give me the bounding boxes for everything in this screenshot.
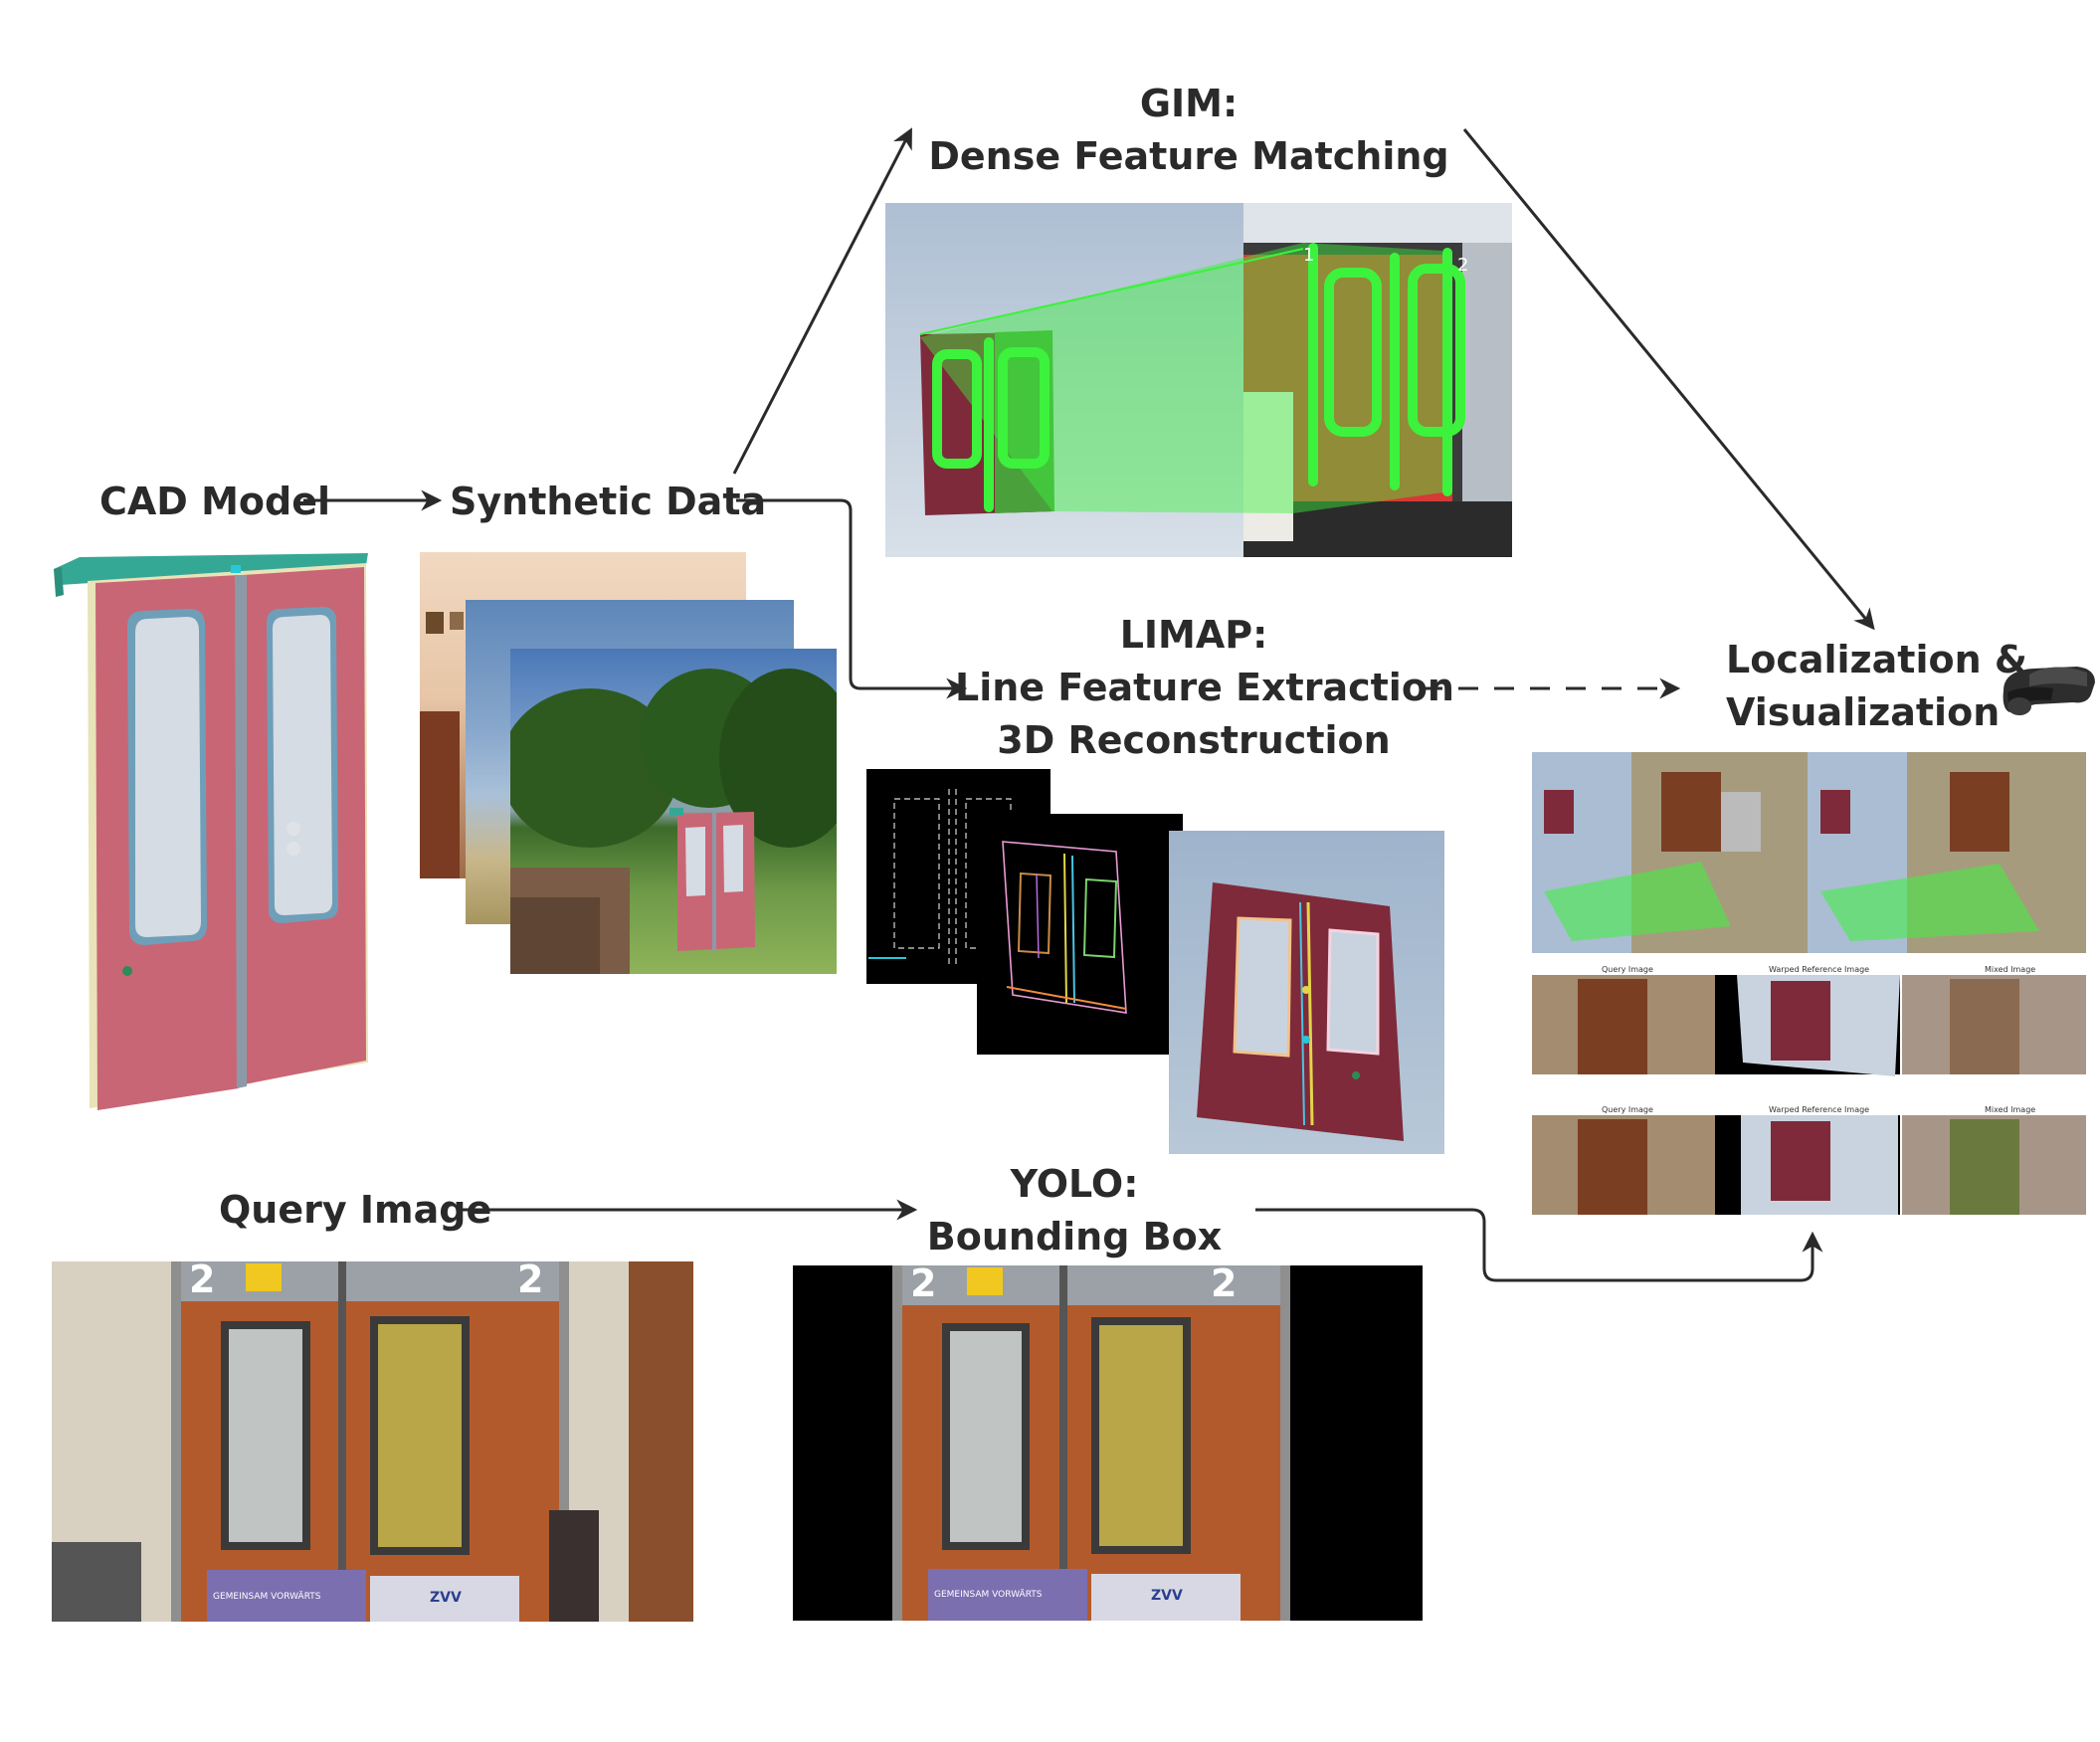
gim-matching-visual: 1 2 bbox=[885, 203, 1512, 557]
result-row1-caption-query: Query Image bbox=[1602, 965, 1653, 974]
arrow-yolo-to-localization bbox=[1255, 1208, 1823, 1282]
result-row-1: Query Image Warped Reference Image Mixed… bbox=[1532, 965, 2086, 1076]
arrow-synthetic-to-gim bbox=[732, 127, 912, 475]
headset-icon bbox=[2003, 667, 2095, 715]
gim-car-number-1: 1 bbox=[1303, 245, 1314, 266]
limap-reconstruction bbox=[1169, 831, 1444, 1154]
gim-car-number-2: 2 bbox=[1457, 255, 1468, 276]
limap-3d-lines bbox=[977, 814, 1183, 1055]
arrow-gim-to-localization bbox=[1462, 128, 1875, 631]
result-row-2: Query Image Warped Reference Image Mixed… bbox=[1532, 1105, 2086, 1217]
arrow-synthetic-to-limap bbox=[736, 498, 968, 699]
yolo-banner-right: ZVV bbox=[1151, 1588, 1183, 1604]
localization-title-line2: Visualization bbox=[1726, 690, 2001, 734]
localization-title-line1: Localization & bbox=[1726, 638, 2028, 681]
gim-title: GIM: Dense Feature Matching bbox=[915, 78, 1462, 183]
localization-match-grid bbox=[1532, 752, 2086, 953]
query-car-number-left: 2 bbox=[189, 1261, 216, 1301]
limap-title-line1: LIMAP: bbox=[1119, 613, 1268, 657]
result-row2-caption-query: Query Image bbox=[1602, 1105, 1653, 1114]
result-row2-caption-mixed: Mixed Image bbox=[1985, 1105, 2036, 1114]
result-row1-caption-mixed: Mixed Image bbox=[1985, 965, 2036, 974]
yolo-car-number-left: 2 bbox=[910, 1265, 937, 1305]
query-car-number-right: 2 bbox=[517, 1261, 544, 1301]
cad-model-label: CAD Model bbox=[99, 480, 330, 523]
cad-door-model bbox=[54, 553, 368, 1110]
gim-title-line2: Dense Feature Matching bbox=[928, 134, 1449, 178]
query-image: 2 2 GEMEINSAM VORWÄRTS ZVV bbox=[52, 1261, 693, 1622]
yolo-title-line2: Bounding Box bbox=[926, 1215, 1223, 1258]
query-image-label: Query Image bbox=[219, 1188, 492, 1232]
localization-title: Localization & Visualization bbox=[1726, 634, 2027, 739]
limap-title: LIMAP: Line Feature Extraction 3D Recons… bbox=[955, 609, 1454, 767]
limap-title-line2: Line Feature Extraction bbox=[955, 666, 1454, 709]
yolo-cropped-image: 2 2 GEMEINSAM VORWÄRTS ZVV bbox=[793, 1265, 1423, 1621]
synthetic-image-front bbox=[510, 649, 837, 974]
query-banner-left: GEMEINSAM VORWÄRTS bbox=[213, 1592, 321, 1602]
yolo-banner-left: GEMEINSAM VORWÄRTS bbox=[934, 1590, 1043, 1600]
yolo-title-line1: YOLO: bbox=[1010, 1162, 1139, 1206]
limap-title-line3: 3D Reconstruction bbox=[997, 718, 1391, 762]
yolo-title: YOLO: Bounding Box bbox=[925, 1158, 1224, 1263]
yolo-car-number-right: 2 bbox=[1211, 1265, 1238, 1305]
query-banner-right: ZVV bbox=[430, 1590, 462, 1606]
result-row1-caption-warped: Warped Reference Image bbox=[1769, 965, 1870, 974]
synthetic-data-label: Synthetic Data bbox=[450, 480, 767, 523]
gim-title-line1: GIM: bbox=[1139, 82, 1239, 125]
result-row2-caption-warped: Warped Reference Image bbox=[1769, 1105, 1870, 1114]
